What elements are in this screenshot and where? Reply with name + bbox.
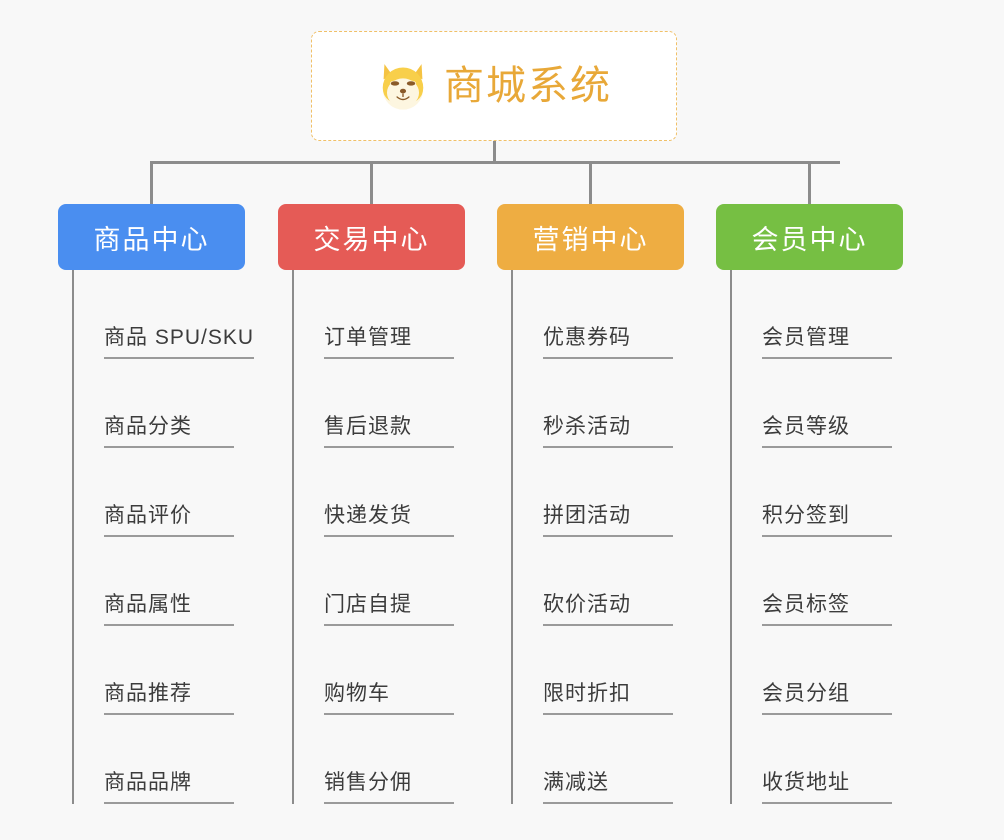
list-item[interactable]: 会员分组 bbox=[716, 626, 936, 715]
leaf-label: 商品评价 bbox=[104, 502, 234, 537]
leaf-label: 会员管理 bbox=[762, 324, 892, 359]
leaf-label: 会员分组 bbox=[762, 680, 892, 715]
list-item[interactable]: 积分签到 bbox=[716, 448, 936, 537]
leaf-label: 订单管理 bbox=[324, 324, 454, 359]
leaf-label: 商品品牌 bbox=[104, 769, 234, 804]
list-item[interactable]: 快递发货 bbox=[278, 448, 498, 537]
list-item[interactable]: 商品推荐 bbox=[58, 626, 278, 715]
column-trunk-line bbox=[730, 270, 732, 804]
column-trunk-line bbox=[292, 270, 294, 804]
list-item[interactable]: 购物车 bbox=[278, 626, 498, 715]
list-item[interactable]: 会员标签 bbox=[716, 537, 936, 626]
list-item[interactable]: 售后退款 bbox=[278, 359, 498, 448]
list-item[interactable]: 会员管理 bbox=[716, 270, 936, 359]
list-item[interactable]: 销售分佣 bbox=[278, 715, 498, 804]
leaf-label: 满减送 bbox=[543, 769, 673, 804]
leaf-label: 商品推荐 bbox=[104, 680, 234, 715]
leaf-label: 商品属性 bbox=[104, 591, 234, 626]
list-item[interactable]: 砍价活动 bbox=[497, 537, 717, 626]
column-trunk-line bbox=[511, 270, 513, 804]
shiba-inu-dog-face-icon bbox=[382, 64, 424, 110]
list-item[interactable]: 门店自提 bbox=[278, 537, 498, 626]
list-item[interactable]: 商品分类 bbox=[58, 359, 278, 448]
leaf-label: 秒杀活动 bbox=[543, 413, 673, 448]
list-item[interactable]: 优惠券码 bbox=[497, 270, 717, 359]
list-item[interactable]: 商品品牌 bbox=[58, 715, 278, 804]
category-header-2[interactable]: 营销中心 bbox=[497, 204, 684, 270]
list-item[interactable]: 会员等级 bbox=[716, 359, 936, 448]
leaf-list-1: 订单管理 售后退款 快递发货 门店自提 购物车 销售分佣 bbox=[278, 270, 498, 804]
leaf-label: 优惠券码 bbox=[543, 324, 673, 359]
leaf-label: 砍价活动 bbox=[543, 591, 673, 626]
category-header-0[interactable]: 商品中心 bbox=[58, 204, 245, 270]
drop-connector bbox=[589, 163, 592, 204]
leaf-label: 限时折扣 bbox=[543, 680, 673, 715]
leaf-label: 商品 SPU/SKU bbox=[104, 324, 255, 359]
leaf-list-3: 会员管理 会员等级 积分签到 会员标签 会员分组 收货地址 bbox=[716, 270, 936, 804]
leaf-label: 门店自提 bbox=[324, 591, 454, 626]
leaf-label: 积分签到 bbox=[762, 502, 892, 537]
list-item[interactable]: 秒杀活动 bbox=[497, 359, 717, 448]
list-item[interactable]: 商品评价 bbox=[58, 448, 278, 537]
list-item[interactable]: 订单管理 bbox=[278, 270, 498, 359]
distribution-bar-connector bbox=[150, 161, 840, 164]
list-item[interactable]: 收货地址 bbox=[716, 715, 936, 804]
column-trunk-line bbox=[72, 270, 74, 804]
drop-connector bbox=[808, 163, 811, 204]
list-item[interactable]: 商品属性 bbox=[58, 537, 278, 626]
leaf-label: 拼团活动 bbox=[543, 502, 673, 537]
category-header-1[interactable]: 交易中心 bbox=[278, 204, 465, 270]
leaf-list-2: 优惠券码 秒杀活动 拼团活动 砍价活动 限时折扣 满减送 bbox=[497, 270, 717, 804]
leaf-label: 售后退款 bbox=[324, 413, 454, 448]
list-item[interactable]: 商品 SPU/SKU bbox=[58, 270, 278, 359]
root-stem-connector bbox=[493, 141, 496, 163]
list-item[interactable]: 限时折扣 bbox=[497, 626, 717, 715]
drop-connector bbox=[370, 163, 373, 204]
leaf-label: 收货地址 bbox=[762, 769, 892, 804]
leaf-list-0: 商品 SPU/SKU 商品分类 商品评价 商品属性 商品推荐 商品品牌 bbox=[58, 270, 278, 804]
leaf-label: 快递发货 bbox=[324, 502, 454, 537]
category-header-3[interactable]: 会员中心 bbox=[716, 204, 903, 270]
leaf-label: 销售分佣 bbox=[324, 769, 454, 804]
list-item[interactable]: 满减送 bbox=[497, 715, 717, 804]
leaf-label: 商品分类 bbox=[104, 413, 234, 448]
leaf-label: 购物车 bbox=[324, 680, 454, 715]
leaf-label: 会员等级 bbox=[762, 413, 892, 448]
leaf-label: 会员标签 bbox=[762, 591, 892, 626]
root-node[interactable]: 商城系统 bbox=[311, 31, 677, 141]
list-item[interactable]: 拼团活动 bbox=[497, 448, 717, 537]
root-title: 商城系统 bbox=[444, 64, 612, 108]
drop-connector bbox=[150, 163, 153, 204]
